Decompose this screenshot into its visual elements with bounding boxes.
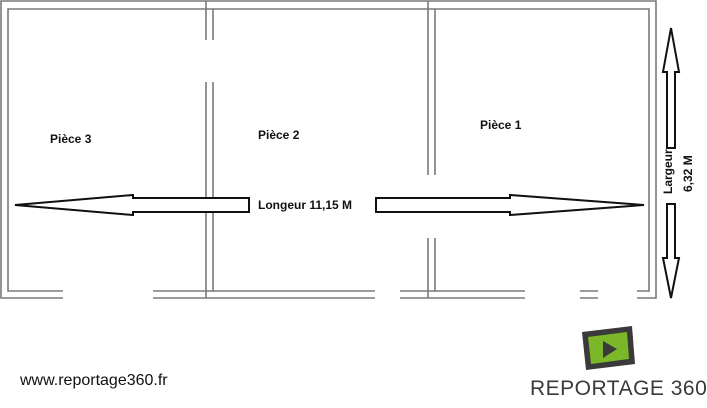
interior-wall-left — [205, 1, 214, 298]
length-arrow — [14, 193, 645, 217]
width-label-line1: Largeur — [661, 149, 675, 194]
room-2-label: Pièce 2 — [258, 128, 300, 142]
website-url: www.reportage360.fr — [20, 372, 168, 389]
width-arrow-down — [661, 203, 681, 299]
brand-name: REPORTAGE 360 — [530, 377, 707, 400]
width-arrow-up — [661, 27, 681, 149]
interior-wall-right — [427, 1, 436, 298]
length-label: Longeur 11,15 M — [258, 198, 352, 212]
outer-wall — [0, 0, 657, 299]
width-arrow — [661, 27, 681, 299]
length-arrow-left — [14, 193, 250, 217]
room-3-label: Pièce 3 — [50, 132, 92, 146]
room-1-label: Pièce 1 — [480, 118, 522, 132]
length-arrow-right — [375, 193, 645, 217]
width-label-line2: 6,32 M — [681, 155, 695, 192]
play-tv-icon — [582, 326, 635, 370]
